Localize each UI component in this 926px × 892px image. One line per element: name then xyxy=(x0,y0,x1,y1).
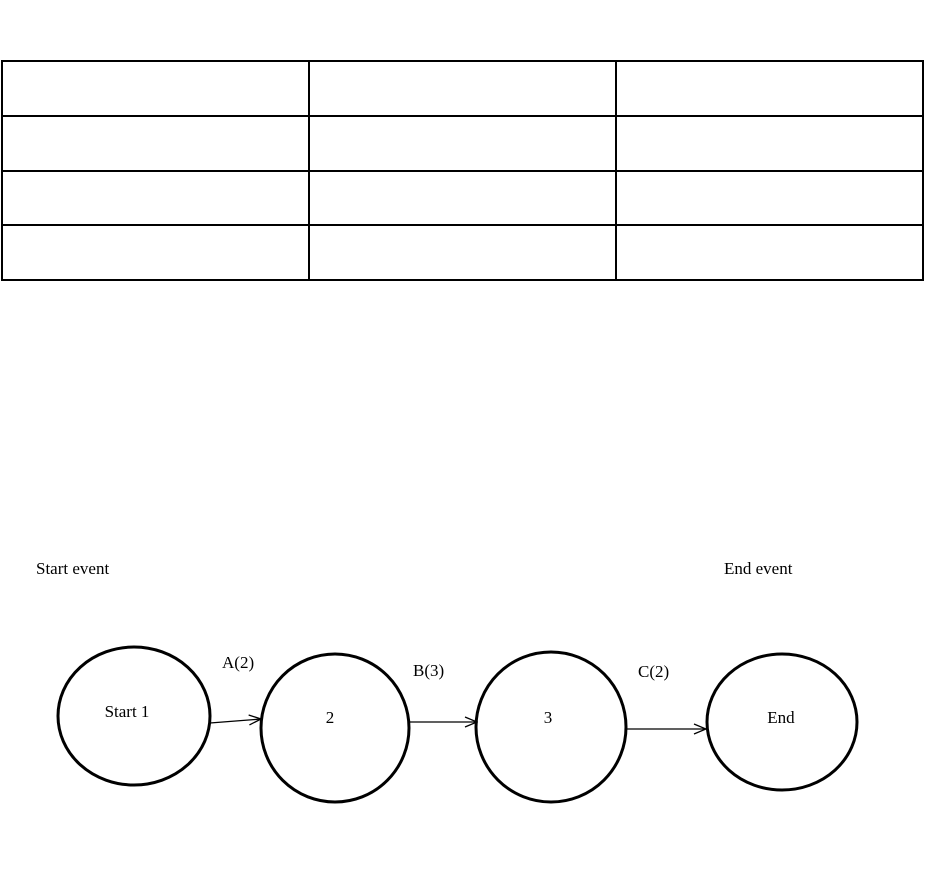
table-cell xyxy=(1,224,310,281)
table-row xyxy=(1,114,924,172)
table-row xyxy=(1,224,924,281)
node-label: Start 1 xyxy=(105,702,150,721)
table-cell xyxy=(615,60,924,117)
node-start: Start 1 xyxy=(56,645,212,787)
node-label: End xyxy=(767,708,795,727)
node-label: 2 xyxy=(326,708,335,727)
activity-b: B(3) xyxy=(409,661,477,722)
node-2: 2 xyxy=(259,652,411,804)
table-cell xyxy=(615,114,924,172)
node-3: 3 xyxy=(474,650,628,804)
table-cell xyxy=(308,224,617,281)
table-cell xyxy=(1,169,310,227)
table-cell xyxy=(1,114,310,172)
start-event-label: Start event xyxy=(36,559,109,578)
table-cell xyxy=(308,60,617,117)
activity-arrow xyxy=(209,719,261,723)
activity-label: B(3) xyxy=(413,661,444,680)
table-cell xyxy=(615,224,924,281)
node-end: End xyxy=(705,652,859,792)
node-label: 3 xyxy=(544,708,553,727)
node-circle xyxy=(259,652,411,804)
table-row xyxy=(1,60,924,117)
table-cell xyxy=(1,60,310,117)
activity-c: C(2) xyxy=(627,662,706,729)
end-event-label: End event xyxy=(724,559,793,578)
activity-label: C(2) xyxy=(638,662,669,681)
node-circle xyxy=(56,645,212,787)
table-row xyxy=(1,169,924,227)
empty-table xyxy=(1,60,924,281)
activity-a: A(2) xyxy=(209,653,261,723)
node-circle xyxy=(474,650,628,804)
node-circle xyxy=(705,652,859,792)
table-cell xyxy=(308,169,617,227)
table-cell xyxy=(615,169,924,227)
table-cell xyxy=(308,114,617,172)
activity-label: A(2) xyxy=(222,653,254,672)
